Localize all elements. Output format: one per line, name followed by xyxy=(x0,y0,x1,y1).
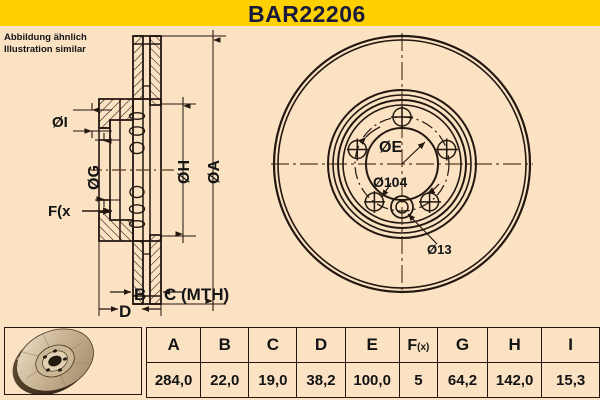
spec-header-i: I xyxy=(541,327,600,363)
spec-header-h: H xyxy=(487,327,543,363)
fx-main: F xyxy=(407,337,418,354)
label-c: C (MTH) xyxy=(164,285,229,304)
locating-hole-13 xyxy=(390,195,414,219)
title-band xyxy=(0,0,600,26)
dimension-fx: F(x xyxy=(48,203,112,220)
spec-value-i: 15,3 xyxy=(541,362,600,398)
spec-header-d: D xyxy=(296,327,346,363)
dimension-diameter-i: ØI xyxy=(52,103,112,138)
bolt-holes xyxy=(347,106,458,213)
front-view: ØE Ø104 Ø13 xyxy=(271,33,533,294)
spec-value-e: 100,0 xyxy=(344,362,400,398)
label-d: D xyxy=(119,302,131,321)
label-bolt-circle-group: Ø104 xyxy=(373,141,426,198)
friction-ring-upper xyxy=(132,35,162,106)
note-line-de: Abbildung ähnlich xyxy=(4,32,87,43)
spec-header-c: C xyxy=(248,327,298,363)
vent-vanes xyxy=(128,111,146,228)
spec-value-d: 38,2 xyxy=(296,362,346,398)
friction-ring-boundary-2 xyxy=(332,94,472,234)
bolt-hole xyxy=(364,191,385,213)
dimension-c: C (MTH) xyxy=(160,285,229,304)
dimension-b: B xyxy=(110,285,146,304)
note-line-en: Illustration similar xyxy=(4,43,86,55)
product-thumbnail-cell xyxy=(4,327,142,395)
spec-header-b: B xyxy=(200,327,250,363)
hat-inner-circle xyxy=(342,104,462,224)
label-diameter-h: ØH xyxy=(176,160,193,184)
spec-value-b: 22,0 xyxy=(200,362,250,398)
spec-value-h: 142,0 xyxy=(487,362,543,398)
dimension-diameter-g: ØG xyxy=(86,133,120,207)
hat-outer-circle xyxy=(337,99,467,229)
label-diameter-a: ØA xyxy=(206,160,223,184)
label-fx: F(x xyxy=(48,203,71,220)
spec-table-header-row: A B C D E F(x) G H I xyxy=(145,327,600,363)
bolt-hole xyxy=(436,138,458,161)
spec-table-value-row: 284,0 22,0 19,0 38,2 100,0 5 64,2 142,0 … xyxy=(145,362,600,398)
spec-table-area: A B C D E F(x) G H I 284,0 22,0 19,0 38,… xyxy=(0,326,600,400)
bolt-circle-arrows xyxy=(358,126,440,195)
label-diameter-g: ØG xyxy=(86,165,103,190)
disc-outer-edge-inner xyxy=(277,39,527,289)
bolt-hole xyxy=(347,138,368,161)
dimension-diameter-h: ØH xyxy=(161,97,196,243)
dimension-d: D xyxy=(98,241,162,321)
section-view: ØI ØG F(x ØH xyxy=(48,30,229,321)
label-hole-13-group: Ø13 xyxy=(407,213,452,257)
disc-outer-edge xyxy=(272,34,532,294)
dimension-diameter-a: ØA xyxy=(161,30,226,311)
label-hole-13: Ø13 xyxy=(427,242,452,257)
brake-disc-photo xyxy=(12,328,94,394)
illustration-note: Abbildung ähnlich Illustration similar xyxy=(4,32,87,55)
label-b: B xyxy=(134,285,146,304)
spec-table: A B C D E F(x) G H I 284,0 22,0 19,0 38,… xyxy=(145,327,600,398)
spec-value-a: 284,0 xyxy=(145,362,202,398)
fx-sub: (x) xyxy=(417,342,430,353)
label-bore-e: ØE xyxy=(379,139,402,156)
spec-value-fx: 5 xyxy=(398,362,439,398)
spec-value-g: 64,2 xyxy=(437,362,489,398)
spec-header-g: G xyxy=(437,327,489,363)
bolt-hole xyxy=(391,106,413,128)
friction-ring-boundary xyxy=(327,89,477,239)
spec-header-e: E xyxy=(344,327,400,363)
spec-header-a: A xyxy=(145,327,202,363)
spec-value-c: 19,0 xyxy=(248,362,298,398)
label-bolt-circle: Ø104 xyxy=(373,174,407,190)
part-number-title: BAR22206 xyxy=(248,1,366,27)
label-diameter-i: ØI xyxy=(52,114,68,131)
spec-header-fx: F(x) xyxy=(398,327,439,363)
